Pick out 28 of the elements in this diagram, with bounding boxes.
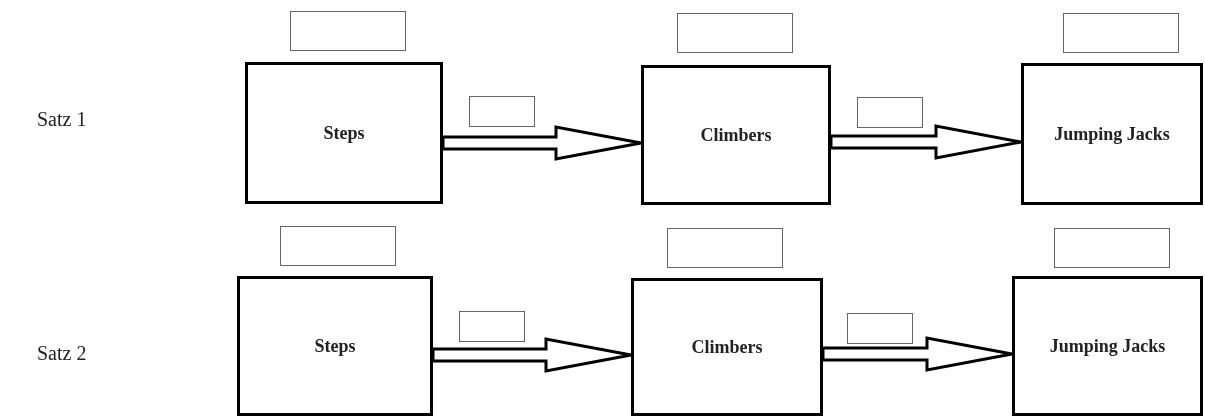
exercise-box <box>641 65 831 205</box>
answer-box <box>667 228 783 268</box>
exercise-box <box>1012 276 1203 416</box>
block-arrow <box>441 125 643 161</box>
answer-box <box>459 311 525 342</box>
set-label: Satz 2 <box>37 341 87 366</box>
answer-box <box>469 96 535 127</box>
exercise-name: Steps <box>314 334 356 358</box>
exercise-box <box>1021 63 1203 205</box>
exercise-box <box>631 278 823 416</box>
exercise-name: Steps <box>323 121 365 145</box>
exercise-name: Climbers <box>691 335 763 359</box>
answer-box <box>857 97 923 128</box>
exercise-box <box>245 62 443 204</box>
answer-box <box>677 13 793 53</box>
exercise-box <box>237 276 433 416</box>
exercise-name: Jumping Jacks <box>1054 122 1170 146</box>
exercise-name: Climbers <box>700 123 772 147</box>
answer-box <box>280 226 396 266</box>
answer-box <box>290 11 406 51</box>
block-arrow <box>829 124 1023 160</box>
answer-box <box>1054 228 1170 268</box>
answer-box <box>847 313 913 344</box>
block-arrow <box>821 336 1014 372</box>
block-arrow <box>431 337 633 373</box>
set-label: Satz 1 <box>37 107 87 132</box>
exercise-name: Jumping Jacks <box>1049 334 1166 358</box>
answer-box <box>1063 13 1179 53</box>
